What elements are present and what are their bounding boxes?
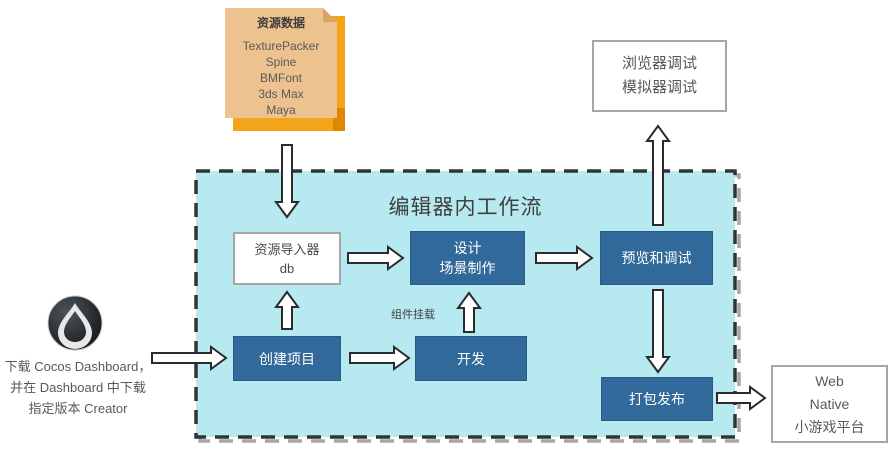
- publish-line: 小游戏平台: [794, 418, 865, 435]
- node-preview-debug: 预览和调试: [600, 231, 713, 285]
- node-create-project: 创建项目: [233, 336, 341, 381]
- debug-line: 浏览器调试: [621, 55, 697, 72]
- node-label: 场景制作: [439, 260, 496, 276]
- browser-debug-box: 浏览器调试 模拟器调试: [592, 40, 727, 112]
- resource-doc-item: TexturePacker: [242, 39, 320, 53]
- cocos-droplet-glyph: [58, 303, 92, 349]
- note-line: 指定版本 Creator: [28, 401, 128, 416]
- resource-doc-title: 资源数据: [256, 16, 305, 30]
- arrow-design-to-preview: [535, 245, 594, 271]
- node-label: 预览和调试: [621, 250, 692, 266]
- arrow-note-to-create: [151, 345, 228, 371]
- node-label: 打包发布: [629, 391, 685, 407]
- debug-line: 模拟器调试: [621, 79, 697, 96]
- arrow-doc-to-importer: [274, 144, 300, 219]
- arrow-package-to-publish: [716, 385, 767, 411]
- resource-doc-item: Maya: [266, 103, 296, 117]
- arrow-dev-to-design: [456, 291, 482, 333]
- note-line: 下载 Cocos Dashboard，: [4, 359, 152, 374]
- edge-label-component-mount: 组件挂载: [391, 309, 435, 321]
- node-develop: 开发: [415, 336, 527, 381]
- resource-doc-item: Spine: [265, 55, 297, 69]
- node-label: 设计: [453, 240, 482, 256]
- arrow-importer-to-design: [347, 245, 405, 271]
- publish-line: Web: [815, 372, 844, 389]
- node-package-publish: 打包发布: [601, 377, 713, 421]
- arrow-preview-to-debug: [645, 124, 671, 226]
- resource-doc: 资源数据 TexturePacker Spine BMFont 3ds Max …: [225, 10, 337, 118]
- publish-line: Native: [809, 395, 850, 412]
- resource-doc-body: [225, 8, 337, 118]
- resource-doc-item: BMFont: [259, 71, 302, 85]
- note-line: 并在 Dashboard 中下载: [10, 380, 146, 395]
- node-design-scene: 设计 场景制作: [410, 231, 525, 285]
- dashboard-note: 下载 Cocos Dashboard， 并在 Dashboard 中下载 指定版…: [0, 356, 156, 419]
- arrow-create-to-importer: [274, 290, 300, 330]
- arrow-preview-to-package: [645, 289, 671, 374]
- node-label: 创建项目: [259, 350, 315, 367]
- publish-targets-box: Web Native 小游戏平台: [771, 365, 888, 443]
- resource-doc-item: 3ds Max: [258, 87, 304, 101]
- arrow-create-to-dev: [349, 345, 411, 371]
- node-label: 开发: [457, 350, 485, 367]
- node-label: db: [279, 260, 295, 276]
- workflow-title: 编辑器内工作流: [388, 196, 543, 219]
- node-label: 资源导入器: [254, 241, 320, 257]
- node-asset-importer: 资源导入器 db: [233, 232, 341, 285]
- resource-doc-fold: [323, 8, 337, 22]
